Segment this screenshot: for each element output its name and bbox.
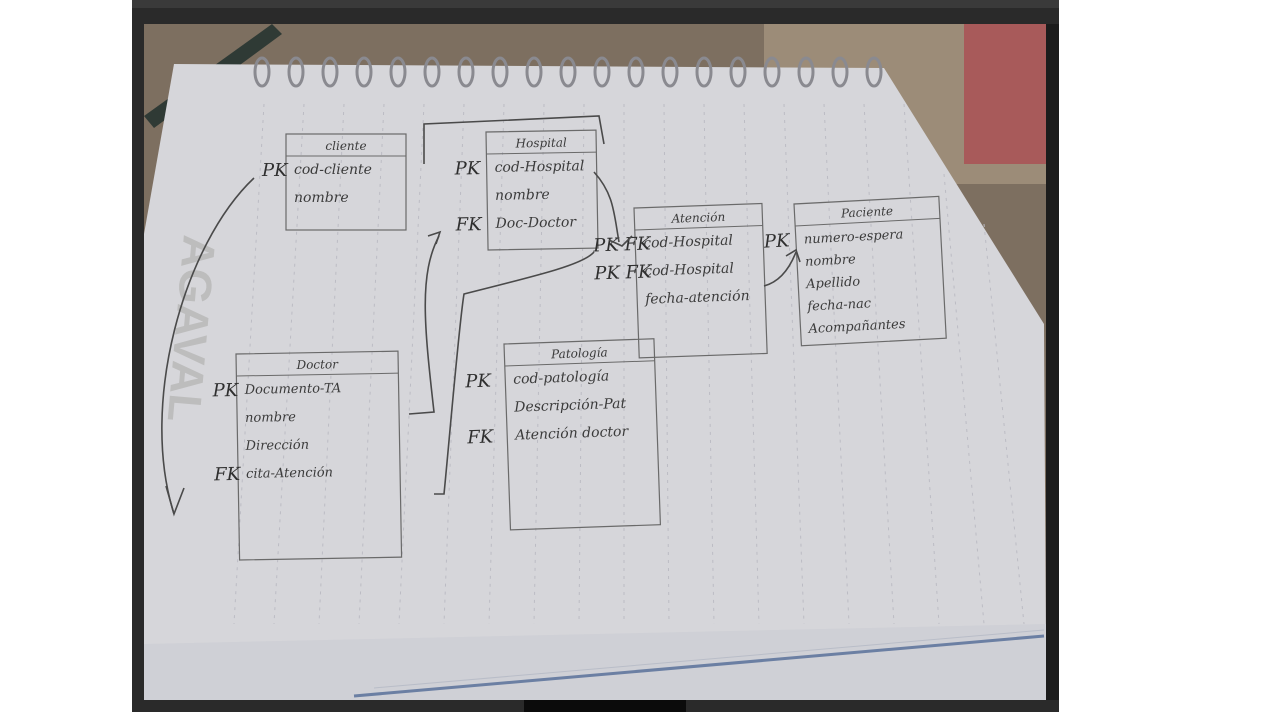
key-marker: PK <box>453 158 481 179</box>
key-marker: FK <box>454 214 483 235</box>
key-marker: FK <box>213 464 242 485</box>
spiral-ring <box>491 56 509 88</box>
viewer-right-edge <box>1046 24 1059 700</box>
table-box <box>503 338 662 531</box>
table-header-divider <box>236 372 399 377</box>
key-marker: PK <box>261 160 289 181</box>
table-field: fecha-nac <box>806 296 872 314</box>
key-marker: PK <box>464 370 493 392</box>
hospital-top-line <box>423 115 605 164</box>
table-header-divider <box>504 360 655 367</box>
table-field: Documento-TA <box>244 381 342 398</box>
key-marker: PK FK <box>593 261 653 284</box>
table-title: Patología <box>550 345 608 361</box>
table-field: Apellido <box>805 274 861 292</box>
table-title: Paciente <box>840 204 894 221</box>
arrow-head <box>427 230 442 245</box>
table-title: Atención <box>670 210 725 226</box>
key-marker: FK <box>466 426 495 448</box>
table-field: Descripción-Pat <box>513 396 627 416</box>
table-field: Acompañantes <box>807 317 906 337</box>
spiral-ring <box>661 56 679 88</box>
table-title: Hospital <box>514 136 567 151</box>
table-cliente: cliente cod-cliente PK nombre <box>261 133 407 231</box>
table-field: cita-Atención <box>246 465 333 482</box>
spiral-ring <box>457 56 475 88</box>
table-box <box>793 195 947 347</box>
table-patologia: Patología cod-patología PK Descripción-PatA… <box>464 338 662 531</box>
arrow-head <box>785 248 801 263</box>
spiral-ring <box>559 56 577 88</box>
table-title: cliente <box>325 139 366 153</box>
red-cloth <box>964 24 1046 164</box>
arrow-head <box>608 235 633 247</box>
spiral-ring <box>423 56 441 88</box>
table-box <box>235 350 403 561</box>
table-field: cod-Hospital <box>644 261 734 280</box>
spiral-ring <box>831 56 849 88</box>
spiral-ring <box>797 56 815 88</box>
table-field: numero-espera <box>804 227 904 247</box>
viewer-bottom-strip <box>524 700 686 712</box>
table-header-divider <box>486 151 597 155</box>
patologia-to-atencion-line <box>434 251 595 495</box>
spiral-ring <box>627 56 645 88</box>
spiral-ring <box>287 56 305 88</box>
table-field: cod-cliente <box>294 162 372 178</box>
table-field: Doc-Doctor <box>494 214 577 231</box>
key-marker: PK <box>762 230 791 252</box>
key-marker: PK <box>211 380 239 401</box>
table-field: cod-Hospital <box>494 158 584 176</box>
er-diagram: clientecod-clientePKnombreHospitalcod-Ho… <box>211 129 947 561</box>
table-title: Doctor <box>295 357 339 372</box>
table-header-divider <box>634 225 763 231</box>
spiral-ring <box>695 56 713 88</box>
table-field: cod-patología <box>513 368 610 387</box>
table-field: nombre <box>294 190 349 206</box>
table-field: nombre <box>805 252 857 270</box>
spiral-ring <box>253 56 271 88</box>
spiral-ring <box>865 56 883 88</box>
spiral-ring <box>355 56 373 88</box>
doctor-to-hospital-line <box>408 235 440 415</box>
spiral-binding <box>253 56 883 88</box>
table-field: Atención doctor <box>513 424 630 444</box>
table-field: nombre <box>495 187 550 204</box>
notebook-page <box>144 64 1046 700</box>
hospital-to-atencion-line <box>593 171 620 243</box>
relationship-lines <box>161 115 801 517</box>
table-field: Dirección <box>244 438 309 454</box>
table-box <box>485 129 599 251</box>
table-box <box>633 202 768 359</box>
table-box <box>285 133 407 231</box>
table-field: nombre <box>245 410 296 426</box>
spiral-ring <box>593 56 611 88</box>
table-header-divider <box>795 217 940 227</box>
spiral-ring <box>525 56 543 88</box>
table-field: fecha-atención <box>644 288 750 308</box>
spiral-ring <box>321 56 339 88</box>
table-field: cod-Hospital <box>643 233 733 252</box>
cliente-to-doctor-line <box>161 177 255 515</box>
spiral-ring <box>729 56 747 88</box>
atencion-to-paciente-line <box>763 251 797 287</box>
spiral-ring <box>389 56 407 88</box>
arrow-head <box>165 485 185 517</box>
spiral-ring <box>763 56 781 88</box>
viewer-top-bar <box>132 0 1059 8</box>
